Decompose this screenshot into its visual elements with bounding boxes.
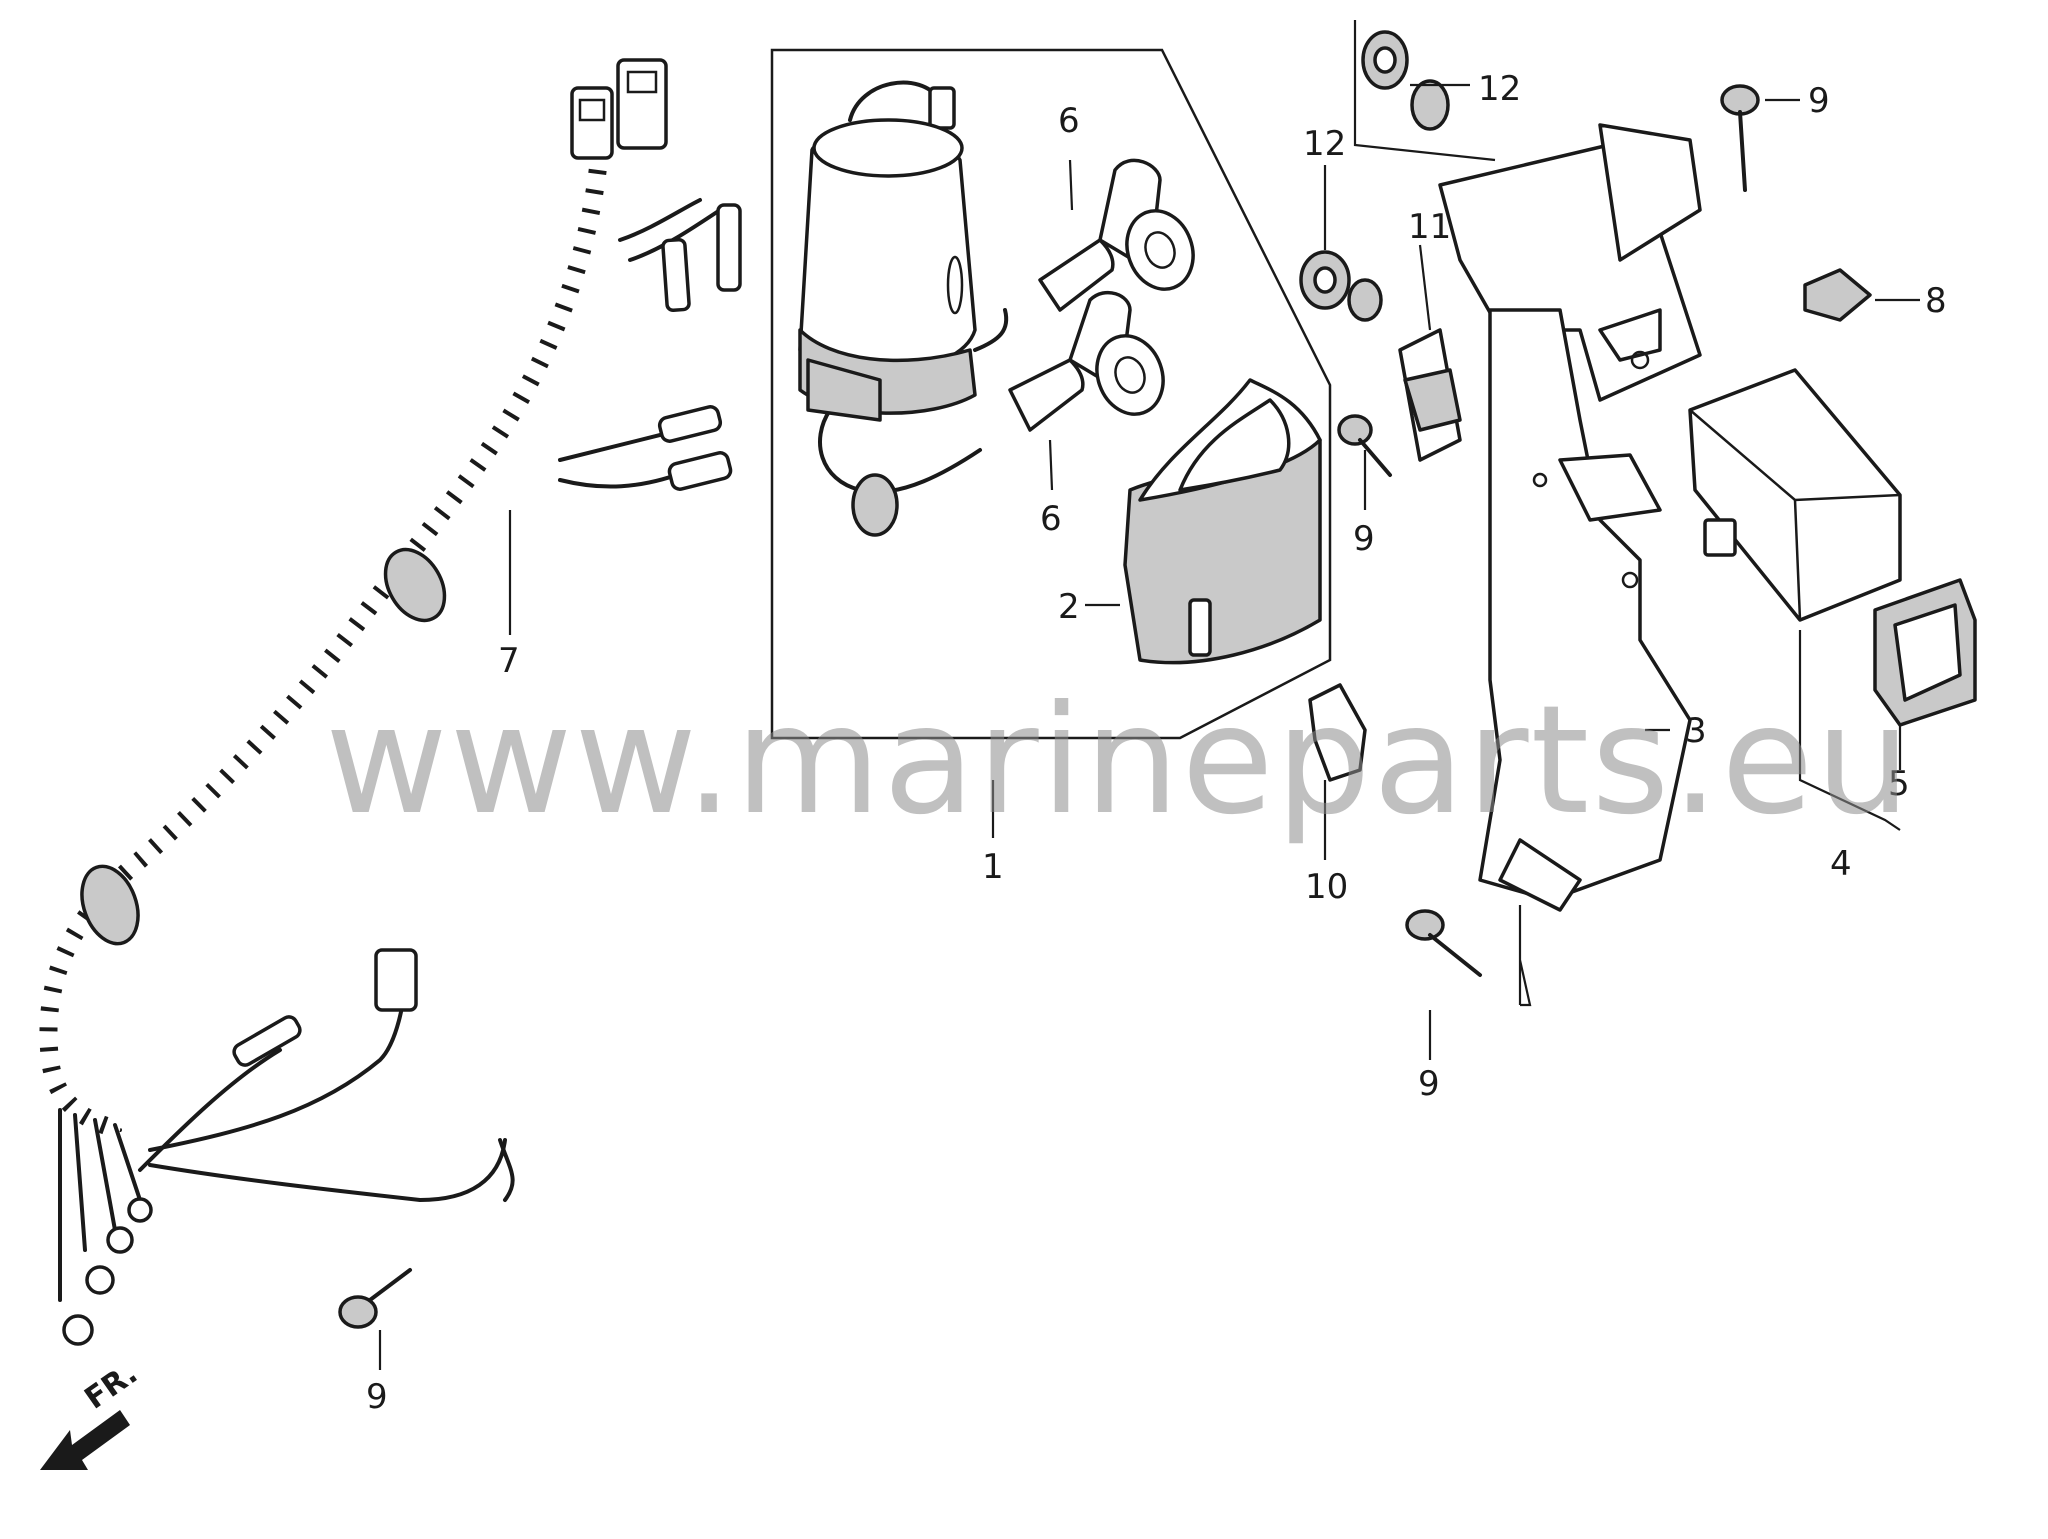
callout-6-upper: 6 <box>1058 101 1080 141</box>
harness-top-connector-2 <box>616 58 668 150</box>
bolts <box>338 84 1760 1329</box>
front-direction-indicator: FR. <box>40 1356 144 1470</box>
callout-9-middle: 9 <box>1353 519 1375 559</box>
callout-7: 7 <box>498 641 520 681</box>
mounting-bracket <box>1438 123 1702 912</box>
front-direction-arrow-icon <box>40 1410 130 1470</box>
leader-lines <box>378 20 1920 1370</box>
callout-9-top-right: 9 <box>1808 81 1830 121</box>
harness-wrap <box>39 149 609 1139</box>
ignition-coil <box>798 80 1009 537</box>
harness-top-connector-1 <box>570 86 614 160</box>
harness-trunk <box>46 148 602 1132</box>
cdi-unit <box>1688 368 1902 622</box>
harness-terminal-1 <box>62 1314 94 1346</box>
bolt-bottom-left <box>338 1268 412 1329</box>
harness-tube-lower <box>232 1015 302 1067</box>
callout-9-lower-right: 9 <box>1418 1064 1440 1104</box>
harness-grommet-lower <box>80 864 140 946</box>
watermark: www.marineparts.eu <box>325 674 1913 848</box>
bolt-middle <box>1337 414 1392 477</box>
callout-1: 1 <box>982 847 1004 887</box>
harness-terminal-4 <box>127 1197 153 1223</box>
callout-5: 5 <box>1888 764 1910 804</box>
harness-trunk-inner <box>39 149 609 1139</box>
callout-10: 10 <box>1305 867 1348 907</box>
spark-plug-caps <box>1008 158 1195 432</box>
harness-connector-lower <box>374 948 418 1012</box>
harness-sensor-lead-2 <box>716 203 742 292</box>
fastener-parts <box>1299 30 1872 782</box>
callout-3: 3 <box>1685 711 1707 751</box>
harness-sensor-lead-1 <box>661 237 691 313</box>
harness-side-plug-1 <box>657 405 723 443</box>
wire-harness <box>39 58 742 1346</box>
front-label: FR. <box>79 1356 145 1417</box>
callout-4: 4 <box>1830 844 1852 884</box>
bolt-top-right <box>1720 84 1760 192</box>
callout-9-bottom-left: 9 <box>366 1377 388 1417</box>
bolt-lower-right <box>1405 909 1482 977</box>
harness-grommet-upper <box>383 547 447 623</box>
group-1-outline <box>770 48 1332 740</box>
callout-11: 11 <box>1408 207 1451 247</box>
callout-2: 2 <box>1058 587 1080 627</box>
callout-12-top: 12 <box>1478 69 1521 109</box>
cdi-rubber-cover <box>1873 578 1977 727</box>
callout-labels: 1 2 3 4 5 6 6 7 8 9 9 9 9 10 11 12 12 <box>366 69 1947 1417</box>
harness-terminal-2 <box>85 1265 115 1295</box>
callout-12-left: 12 <box>1303 124 1346 164</box>
callout-6-lower: 6 <box>1040 499 1062 539</box>
coil-cover <box>1123 378 1322 665</box>
callout-8: 8 <box>1925 281 1947 321</box>
harness-terminal-3 <box>106 1226 134 1254</box>
harness-side-plug-2 <box>667 451 733 491</box>
